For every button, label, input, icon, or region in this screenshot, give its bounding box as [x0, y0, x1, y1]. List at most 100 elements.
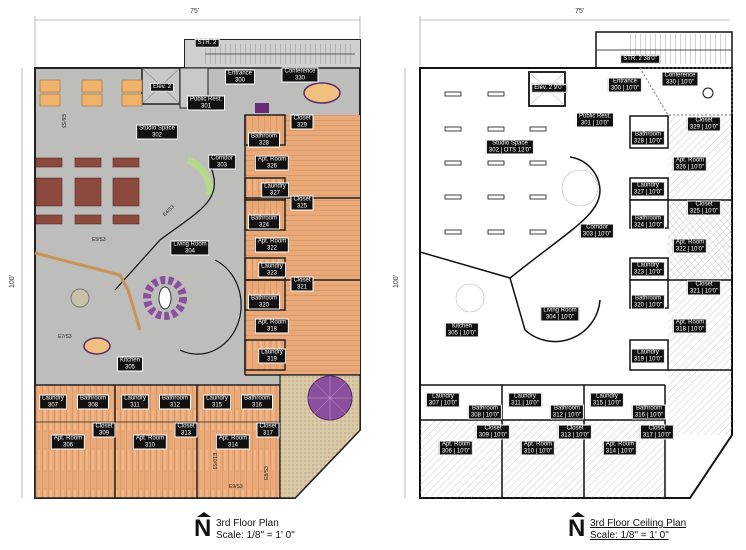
room-name: Apt. Room [135, 435, 165, 442]
room-name: Laundry [637, 182, 659, 189]
floor-plan-title-block: N 3rd Floor Plan Scale: 1/8" = 1' 0" [194, 512, 295, 542]
room-number: 320 [258, 302, 270, 308]
room-name: Apt. Room [605, 441, 635, 448]
room-number: 301 [200, 103, 212, 109]
room-name: Closet [695, 281, 713, 288]
room-number: 307 | 10'0" [428, 400, 458, 406]
room-name: Closet [566, 425, 584, 432]
room-number: 310 | 10'0" [523, 448, 553, 454]
room-number: 317 [262, 430, 274, 436]
room-number: 321 | 10'0" [689, 288, 719, 294]
room-name: Public Rest. [189, 96, 223, 103]
room-number: 306 [62, 442, 74, 448]
room-label: Elev. 2 9'0" [531, 83, 567, 93]
room-number: 311 | 10'0" [511, 400, 539, 406]
floor-plan-title: 3rd Floor Plan [216, 518, 279, 529]
room-number: 312 | 10'0" [552, 412, 582, 418]
room-number: 329 [296, 122, 308, 128]
room-name: Elev. 2 9'0" [534, 84, 564, 91]
room-number: 318 | 10'0" [675, 326, 705, 332]
section-marker: E8/S3 [263, 466, 270, 480]
room-number: 314 | 10'0" [605, 448, 635, 454]
room-name: STR. 2 38'0" [623, 55, 657, 62]
room-number: 327 | 10'0" [633, 189, 663, 195]
room-name: Closet [259, 423, 277, 430]
room-number: 309 [98, 430, 110, 436]
room-number: 310 [144, 442, 156, 448]
ceiling-plan-title-block: N 3rd Floor Ceiling Plan Scale: 1/8" = 1… [568, 512, 686, 542]
room-name: Closet [484, 425, 502, 432]
room-name: Apt. Room [675, 157, 705, 164]
floor-plan-scale: Scale: 1/8" = 1' 0" [216, 530, 295, 541]
room-name: Apt. Room [523, 441, 553, 448]
room-number: 302 [151, 132, 163, 138]
room-name: Closet [95, 423, 113, 430]
room-name: Conference [284, 68, 316, 75]
room-name: Laundry [124, 395, 146, 402]
room-number: 311 [130, 402, 140, 408]
north-arrow-icon: N [194, 512, 212, 542]
room-number: 330 [294, 75, 305, 81]
room-number: 319 | 10'0" [633, 356, 663, 362]
room-number: 302 | OTS 12'0" [488, 147, 532, 153]
room-name: Entrance [612, 78, 638, 85]
room-number: 308 [87, 402, 99, 408]
room-name: Apt. Room [257, 156, 287, 163]
room-label: Elev. 2 [150, 82, 174, 92]
room-number: 300 [234, 77, 246, 83]
room-number: 329 | 10'0" [689, 124, 719, 130]
room-name: Laundry [206, 395, 228, 402]
room-name: Kitchen [119, 357, 141, 364]
room-name: Apt. Room [441, 441, 471, 448]
room-number: 315 | 10'0" [592, 400, 622, 406]
room-name: Closet [648, 425, 666, 432]
room-name: Studio Space [492, 140, 528, 147]
room-number: 321 [296, 284, 308, 290]
room-label: Public Rest.301 [186, 95, 226, 111]
room-number: 319 [266, 356, 277, 362]
room-number: 313 | 10'0" [560, 432, 590, 438]
room-name: Bathroom [634, 215, 662, 222]
room-name: Bathroom [634, 131, 662, 138]
room-number: 307 [47, 402, 58, 408]
room-name: Laundry [637, 349, 659, 356]
room-number: 324 [258, 222, 270, 228]
room-name: Laundry [596, 393, 618, 400]
room-name: Bathroom [79, 395, 107, 402]
room-name: Laundry [261, 263, 283, 270]
section-marker: E6/S3 [59, 114, 66, 128]
section-marker: E5/S3 [92, 237, 106, 243]
room-name: Apt. Room [53, 435, 83, 442]
room-name: Closet [293, 196, 311, 203]
room-number: 330 | 10'0" [665, 79, 695, 85]
room-name: Living Room [543, 307, 577, 314]
room-name: Elev. 2 [153, 83, 171, 90]
room-number: 324 | 10'0" [633, 222, 663, 228]
room-name: Laundry [637, 262, 659, 269]
